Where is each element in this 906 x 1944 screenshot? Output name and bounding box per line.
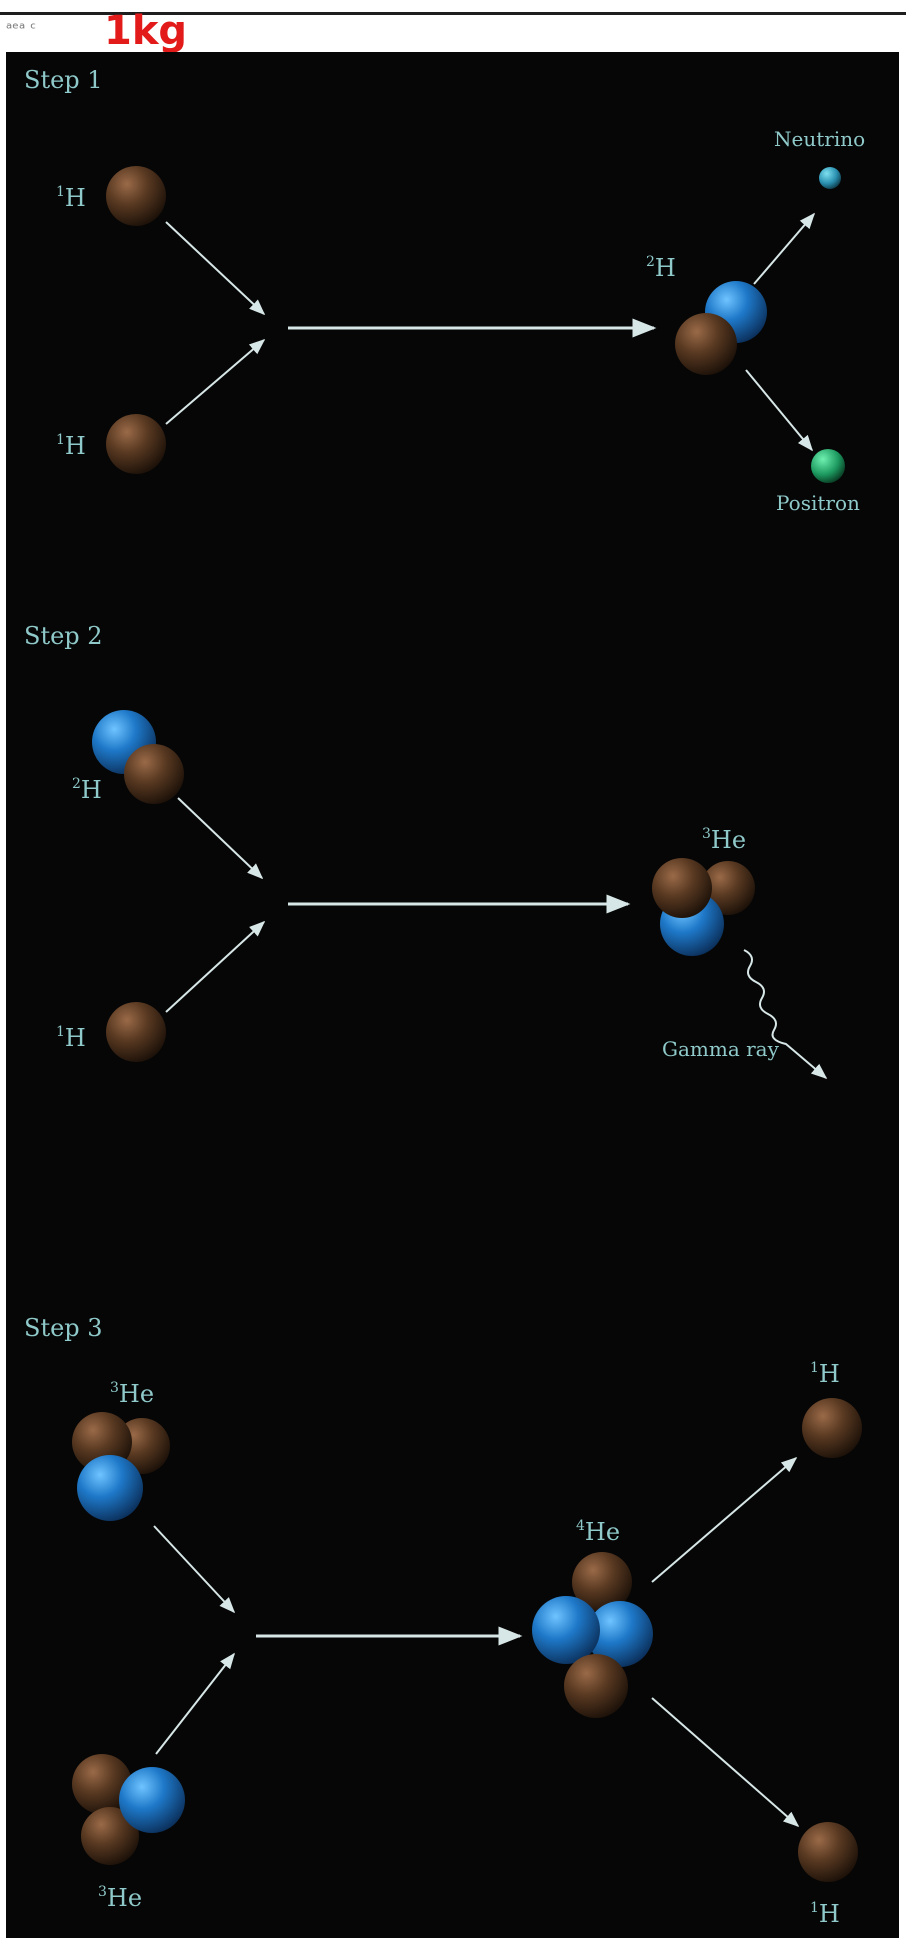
step-2: Step 2 2H 1H 3He Gamma ray — [24, 622, 828, 1080]
step-3-output-b: 1H — [798, 1822, 858, 1928]
isotope-label: 4He — [576, 1518, 620, 1546]
proton-icon — [106, 166, 166, 226]
proton-icon — [106, 1002, 166, 1062]
step-3-product-helium-4: 4He — [532, 1518, 653, 1718]
step-3-reactant-b: 3He — [72, 1754, 185, 1912]
neutron-icon — [587, 1601, 653, 1667]
proton-icon — [572, 1552, 632, 1612]
handwritten-annotation: ᵃᵉᵃ ᶜ 1kg — [6, 8, 187, 52]
step-1-label: Step 1 — [24, 66, 103, 94]
neutron-icon — [532, 1596, 600, 1664]
handwritten-red-text: 1kg — [104, 8, 187, 52]
merge-arrow — [165, 338, 266, 425]
proton-icon — [564, 1654, 628, 1718]
step-2-reactant-b: 1H — [56, 1002, 166, 1062]
proton-icon — [802, 1398, 862, 1458]
isotope-label: 3He — [110, 1380, 154, 1408]
step-2-reactant-a: 2H — [72, 710, 184, 804]
gamma-ray-label: Gamma ray — [662, 1037, 780, 1061]
step-1: Step 1 1H 1H 2H Neutrino Positron — [24, 66, 865, 515]
merge-arrow — [165, 221, 266, 316]
step-2-product-helium-3: 3He — [652, 826, 755, 956]
isotope-label: 3He — [98, 1884, 142, 1912]
scribble-text: ᵃᵉᵃ ᶜ — [6, 19, 36, 38]
gamma-ray-wave — [743, 949, 828, 1080]
proton-proton-chain-diagram: Step 1 1H 1H 2H Neutrino Positron Step 2 — [6, 52, 899, 1938]
emission-arrow — [753, 212, 816, 285]
proton-icon — [798, 1822, 858, 1882]
neutrino-label: Neutrino — [774, 127, 865, 151]
isotope-label: 2H — [646, 254, 676, 282]
isotope-label: 3He — [702, 826, 746, 854]
header-rule — [0, 12, 906, 15]
step-3-output-a: 1H — [802, 1360, 862, 1458]
isotope-label: 1H — [56, 184, 86, 212]
neutron-icon — [77, 1455, 143, 1521]
proton-icon — [106, 414, 166, 474]
isotope-label: 2H — [72, 776, 102, 804]
step-1-reactant-b: 1H — [56, 414, 166, 474]
positron-label: Positron — [776, 491, 860, 515]
neutron-icon — [119, 1767, 185, 1833]
isotope-label: 1H — [810, 1360, 840, 1388]
proton-icon — [124, 744, 184, 804]
emission-arrow — [651, 1456, 798, 1583]
diagram-canvas: Step 1 1H 1H 2H Neutrino Positron Step 2 — [24, 66, 865, 1928]
step-1-product-deuterium: 2H — [646, 254, 767, 375]
step-3-reactant-a: 3He — [72, 1380, 170, 1521]
isotope-label: 1H — [56, 432, 86, 460]
isotope-label: 1H — [810, 1900, 840, 1928]
neutrino-icon — [819, 167, 841, 189]
merge-arrow — [177, 797, 264, 880]
proton-icon — [675, 313, 737, 375]
proton-icon — [72, 1754, 132, 1814]
emission-arrow — [651, 1697, 800, 1828]
step-2-label: Step 2 — [24, 622, 103, 650]
emission-arrow — [745, 369, 814, 452]
positron-icon — [811, 449, 845, 483]
proton-icon — [81, 1807, 139, 1865]
isotope-label: 1H — [56, 1024, 86, 1052]
merge-arrow — [165, 920, 266, 1013]
page-header-strip — [0, 0, 906, 52]
step-3: Step 3 3He 3He 4He 1H — [24, 1314, 862, 1928]
merge-arrow — [153, 1525, 236, 1614]
step-3-label: Step 3 — [24, 1314, 103, 1342]
proton-icon — [652, 858, 712, 918]
step-1-reactant-a: 1H — [56, 166, 166, 226]
merge-arrow — [155, 1652, 235, 1755]
